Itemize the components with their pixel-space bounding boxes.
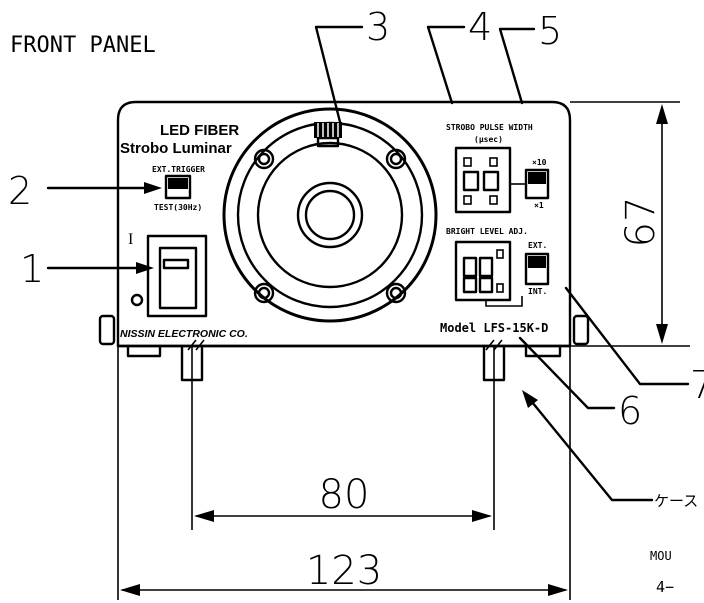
dim-80-tick bbox=[187, 339, 197, 351]
flange-screw-bl bbox=[253, 282, 275, 304]
power-switch-rocker[interactable] bbox=[158, 246, 198, 310]
bright-level-digit-b[interactable] bbox=[478, 256, 494, 278]
callout-3: 3 bbox=[366, 5, 390, 49]
callout-7-leader bbox=[564, 286, 690, 386]
pulse-width-pin bbox=[489, 195, 498, 205]
maker-label: NISSIN ELECTRONIC CO. bbox=[120, 328, 248, 340]
bright-level-pin bbox=[496, 249, 504, 259]
int-label: INT. bbox=[528, 287, 547, 296]
drawing-heading: FRONT PANEL bbox=[10, 33, 156, 58]
flange-screw-tr bbox=[385, 148, 407, 170]
callout-3-leader bbox=[314, 25, 364, 124]
callout-2-arrowhead bbox=[144, 182, 162, 194]
side-tab-right bbox=[572, 314, 590, 346]
dim-80-arrow-right bbox=[472, 510, 492, 522]
range-x10-label: ×10 bbox=[532, 158, 547, 167]
fiber-ring-outer bbox=[222, 107, 438, 323]
callout-6-leader bbox=[518, 336, 616, 410]
bright-level-digit-a[interactable] bbox=[462, 256, 478, 278]
pulse-width-pin bbox=[489, 157, 498, 167]
panel-title-line2: Strobo Luminar bbox=[120, 140, 232, 157]
panel-title-line1: LED FIBER bbox=[160, 122, 239, 139]
bright-level-link bbox=[485, 296, 523, 307]
trigger-switch-knob bbox=[168, 178, 188, 189]
pulse-width-unit: (μsec) bbox=[474, 135, 503, 144]
dim-123-arrow-right bbox=[548, 584, 568, 596]
foot-left bbox=[126, 344, 162, 358]
pulse-width-digit-b[interactable] bbox=[482, 170, 500, 192]
dim-123-arrow-left bbox=[120, 584, 140, 596]
pulse-width-pin bbox=[463, 195, 472, 205]
callout-1-arrowhead bbox=[136, 262, 154, 274]
mount-count-label: 4− bbox=[656, 578, 674, 596]
trigger-switch-label-top: EXT.TRIGGER bbox=[152, 165, 205, 174]
range-x1-label: ×1 bbox=[534, 201, 544, 210]
power-off-mark bbox=[130, 293, 144, 307]
bright-level-digit-c[interactable] bbox=[462, 276, 478, 294]
ext-int-switch[interactable] bbox=[524, 252, 550, 286]
trigger-switch-label-bottom: TEST(30Hz) bbox=[154, 203, 202, 212]
fiber-flange bbox=[256, 141, 404, 289]
power-switch-indicator bbox=[162, 258, 190, 270]
callout-2: 2 bbox=[8, 169, 32, 213]
fiber-port-inner bbox=[304, 189, 356, 241]
case-leader-arrowhead bbox=[522, 390, 538, 408]
mount-label: MOU bbox=[650, 549, 672, 563]
callout-6: 6 bbox=[618, 389, 642, 433]
foot-right bbox=[524, 344, 562, 358]
bright-level-pin bbox=[496, 283, 504, 293]
trigger-switch[interactable] bbox=[164, 174, 192, 200]
power-switch-frame bbox=[146, 234, 208, 318]
pulse-width-dial-block bbox=[454, 146, 512, 214]
case-leader bbox=[530, 400, 654, 502]
pulse-width-digit-a[interactable] bbox=[462, 170, 480, 192]
ext-int-switch-knob bbox=[528, 256, 546, 268]
model-label: Model LFS-15K-D bbox=[440, 321, 548, 335]
power-on-mark: I bbox=[128, 231, 133, 248]
dim-80-value: 80 bbox=[319, 472, 370, 518]
dim-80-tick bbox=[493, 339, 503, 351]
callout-5: 5 bbox=[538, 9, 562, 53]
side-tab-left bbox=[98, 314, 116, 346]
pulse-width-title: STROBO PULSE WIDTH bbox=[446, 123, 533, 132]
callout-4: 4 bbox=[468, 5, 492, 49]
pulse-width-pin bbox=[463, 157, 472, 167]
dim-123-value: 123 bbox=[306, 548, 382, 594]
bright-level-dial-block bbox=[454, 240, 512, 302]
dim-height-value: 67 bbox=[618, 197, 664, 248]
flange-screw-tl bbox=[253, 148, 275, 170]
dim-height-arrow-bottom bbox=[656, 324, 668, 344]
callout-7: 7 bbox=[690, 363, 704, 407]
case-label: ケース bbox=[654, 492, 698, 510]
fiber-port-outer bbox=[296, 181, 364, 249]
callout-4-leader bbox=[426, 25, 466, 105]
range-switch-knob bbox=[528, 172, 546, 184]
bright-level-title: BRIGHT LEVEL ADJ. bbox=[446, 227, 528, 236]
bright-level-digit-d[interactable] bbox=[478, 276, 494, 294]
fiber-lock-knob[interactable] bbox=[314, 122, 342, 148]
dim-height-arrow-top bbox=[656, 104, 668, 124]
callout-5-leader bbox=[498, 27, 536, 105]
dim-80-tick bbox=[195, 339, 205, 351]
ext-label: EXT. bbox=[528, 241, 547, 250]
flange-screw-br bbox=[385, 282, 407, 304]
callout-1: 1 bbox=[20, 247, 44, 291]
dim-80-arrow-left bbox=[194, 510, 214, 522]
dim-80-tick bbox=[485, 339, 495, 351]
